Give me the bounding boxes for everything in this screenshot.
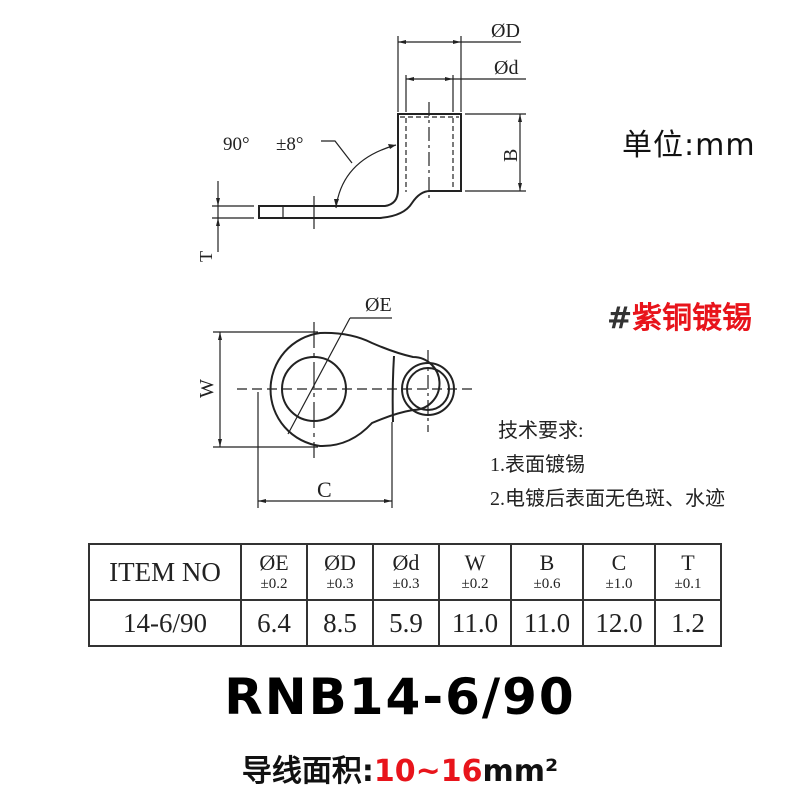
header-e: ØE±0.2 — [240, 543, 308, 601]
wire-area-unit: mm² — [482, 754, 559, 789]
unit-note: 单位:mm — [622, 128, 756, 163]
wire-area-range: 10~16 — [373, 754, 483, 789]
label-inner-dia: Ød — [494, 57, 518, 79]
model-number: RNB14-6/90 — [224, 668, 576, 726]
header-b: B±0.6 — [510, 543, 584, 601]
header-od: ØD±0.3 — [306, 543, 374, 601]
label-outer-dia: ØD — [491, 20, 520, 42]
tech-requirements-title: 技术要求: — [498, 420, 584, 442]
label-thickness: T — [196, 251, 216, 262]
spec-table: ITEM NO ØE±0.2 ØD±0.3 Ød±0.3 W±0.2 B±0.6… — [88, 543, 722, 647]
tech-requirement-item: 1.表面镀锡 — [490, 454, 585, 476]
header-id: Ød±0.3 — [372, 543, 440, 601]
material-label: #紫铜镀锡 — [607, 293, 752, 337]
label-angle-tolerance: ±8° — [276, 134, 304, 155]
cell-b: 11.0 — [510, 599, 584, 647]
hash-symbol: # — [607, 301, 633, 336]
label-hole-dia: ØE — [365, 294, 392, 316]
label-center-length: C — [317, 477, 332, 502]
cell-od: 8.5 — [306, 599, 374, 647]
wire-area: 导线面积:10~16mm² — [0, 746, 800, 790]
top-view-drawing: ØE W C — [196, 294, 475, 508]
label-barrel-length: B — [500, 149, 522, 162]
header-item-no: ITEM NO — [88, 543, 242, 601]
cell-t: 1.2 — [654, 599, 722, 647]
cell-w: 11.0 — [438, 599, 512, 647]
material-name: 紫铜镀锡 — [632, 301, 753, 336]
tech-requirements: 技术要求: 1.表面镀锡 2.电镀后表面无色斑、水迹 — [490, 414, 725, 516]
table-row: 14-6/90 6.4 8.5 5.9 11.0 11.0 12.0 1.2 — [88, 599, 722, 647]
cell-e: 6.4 — [240, 599, 308, 647]
label-width: W — [196, 379, 218, 398]
label-angle: 90° — [223, 134, 250, 155]
side-view-drawing: ØD Ød B T 90° ±8° — [196, 20, 526, 262]
header-c: C±1.0 — [582, 543, 656, 601]
wire-area-label: 导线面积: — [241, 754, 374, 789]
cell-item-no: 14-6/90 — [88, 599, 242, 647]
table-header-row: ITEM NO ØE±0.2 ØD±0.3 Ød±0.3 W±0.2 B±0.6… — [88, 543, 722, 601]
tech-requirement-item: 2.电镀后表面无色斑、水迹 — [490, 488, 725, 510]
header-t: T±0.1 — [654, 543, 722, 601]
cell-id: 5.9 — [372, 599, 440, 647]
cell-c: 12.0 — [582, 599, 656, 647]
header-w: W±0.2 — [438, 543, 512, 601]
